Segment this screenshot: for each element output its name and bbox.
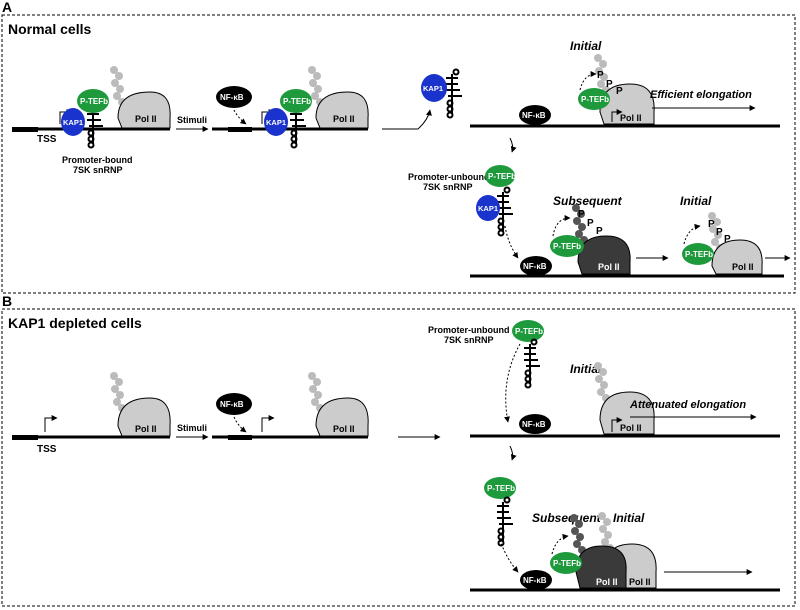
pol2-label: Pol II (333, 424, 355, 434)
nfkb-label: NF-κB (523, 262, 547, 271)
initial-label: Initial (613, 511, 645, 525)
attenuated-elongation-label: Attenuated elongation (629, 399, 746, 411)
nfkb-label: NF-κB (523, 576, 547, 585)
subsequent-label: Subsequent (553, 194, 623, 208)
panel-a-frame (1, 14, 796, 294)
pol2-label: Pol II (629, 577, 651, 587)
stimuli-label: Stimuli (177, 115, 207, 125)
promoter-unbound-sublabel: 7SK snRNP (423, 182, 473, 192)
svg-text:P: P (724, 234, 731, 245)
scene-a-subsequent: Subsequent Initial NF-κB Pol II P-TEFb P… (470, 194, 791, 278)
promoter-unbound-kap1: Promoter-unbound 7SK snRNP P-TEFb KAP1 (408, 165, 519, 259)
scene-a-initial: Initial NF-κB Pol II P-TEFb P P P Effici… (470, 39, 780, 128)
scene-a-promoter-bound: TSS Pol II P-TEFb KAP1 Promoter-bound 7S… (12, 66, 171, 175)
ptefb-shape (77, 89, 109, 113)
pol2-label: Pol II (620, 113, 642, 123)
promoter-unbound-no-kap1: Promoter-unbound 7SK snRNP P-TEFb (428, 320, 544, 423)
pol2-label: Pol II (732, 262, 754, 272)
pol2-label: Pol II (596, 577, 618, 587)
promoter-unbound-sublabel: 7SK snRNP (444, 335, 494, 345)
promoter-bound-label: Promoter-bound (62, 155, 133, 165)
pol2-label: Pol II (620, 423, 642, 433)
kap1-label: KAP1 (63, 118, 83, 127)
scene-a-stimulated: NF-κB Pol II P-TEFb KAP1 (212, 66, 369, 149)
nfkb-shape (216, 86, 252, 108)
tss-label: TSS (37, 134, 57, 145)
panel-a: A Normal cells TSS Pol II P-TEFb KAP1 Pr… (1, 0, 796, 294)
initial-label: Initial (570, 39, 602, 53)
svg-text:P: P (578, 209, 585, 220)
scene-b-initial: Initial NF-κB Pol II Attenuated elongati… (470, 362, 780, 438)
initial-label: Initial (570, 362, 602, 376)
initial-label: Initial (680, 194, 712, 208)
panel-b-letter: B (2, 293, 12, 309)
scene-b-stimulated: NF-κB Pol II (212, 372, 369, 440)
panel-b-title: KAP1 depleted cells (8, 315, 142, 331)
subsequent-label: Subsequent (532, 511, 602, 525)
panel-a-letter: A (2, 0, 12, 15)
svg-text:P: P (596, 226, 603, 237)
nfkb-label: NF-κB (220, 93, 244, 102)
promoter-unbound-label: Promoter-unbound (428, 325, 510, 335)
ptefb-label: P-TEFb (488, 172, 516, 181)
panel-b-frame (1, 308, 796, 607)
ptefb-label: P-TEFb (553, 559, 581, 568)
panel-b: B KAP1 depleted cells TSS Pol II Stimuli… (1, 293, 796, 607)
scene-b-subsequent: Subsequent Initial NF-κB Pol II Pol II P… (470, 511, 780, 592)
ptefb-label: P-TEFb (553, 242, 581, 251)
stimuli-label: Stimuli (177, 423, 207, 433)
svg-text:P: P (708, 219, 715, 230)
svg-text:P: P (597, 70, 604, 81)
pol2-label: Pol II (333, 114, 355, 124)
ptefb-label: P-TEFb (581, 95, 609, 104)
ptefb-label: P-TEFb (80, 97, 108, 106)
scene-b-basal: TSS Pol II (12, 372, 171, 455)
efficient-elongation-label: Efficient elongation (650, 89, 752, 101)
free-ptefb-rna: P-TEFb (484, 477, 519, 573)
pol2-label: Pol II (135, 114, 157, 124)
svg-text:P: P (616, 86, 623, 97)
nfkb-label: NF-κB (522, 420, 546, 429)
svg-text:P: P (606, 79, 613, 90)
pol2-label: Pol II (598, 262, 620, 272)
tss-label: TSS (37, 444, 57, 455)
released-kap1-rna: KAP1 (421, 68, 463, 119)
svg-text:P: P (587, 218, 594, 229)
svg-text:P: P (716, 227, 723, 238)
promoter-unbound-label: Promoter-unbound (408, 172, 490, 182)
kap1-shape (61, 108, 85, 136)
kap1-label: KAP1 (478, 204, 498, 213)
nfkb-label: NF-κB (220, 400, 244, 409)
pol2-label: Pol II (135, 424, 157, 434)
promoter-bound-sublabel: 7SK snRNP (73, 165, 123, 175)
pol2-shape (117, 91, 171, 129)
kap1-label: KAP1 (266, 118, 286, 127)
ptefb-label: P-TEFb (283, 97, 311, 106)
ptefb-label: P-TEFb (487, 484, 515, 493)
kap1-label: KAP1 (423, 84, 443, 93)
ctd-tail (110, 66, 126, 106)
ptefb-label: P-TEFb (515, 327, 543, 336)
nfkb-label: NF-κB (522, 111, 546, 120)
panel-a-title: Normal cells (8, 21, 91, 37)
ptefb-label: P-TEFb (685, 250, 713, 259)
